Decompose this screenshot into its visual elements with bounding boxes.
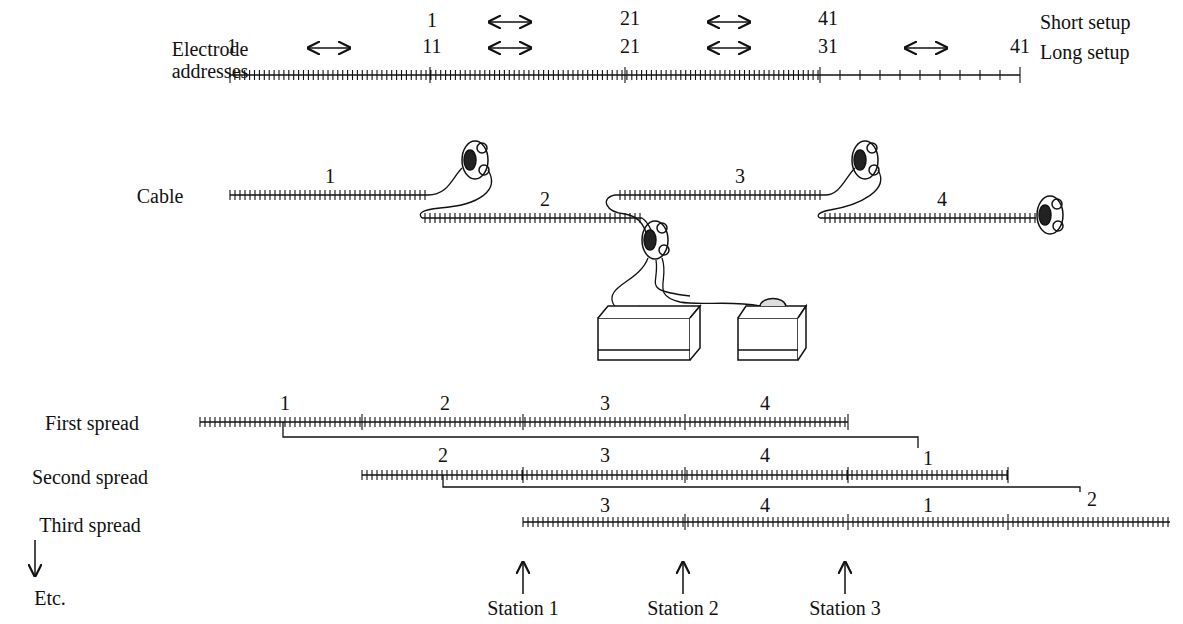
label-text: 4: [760, 444, 770, 466]
cable-spool: [462, 141, 1063, 259]
label-text: Station 2: [647, 597, 719, 619]
label-text: 1: [923, 447, 933, 469]
label-text: 1: [427, 9, 437, 31]
label-text: Station 1: [487, 597, 559, 619]
cables: [230, 168, 1036, 310]
label-text: 2: [438, 444, 448, 466]
label-text: 1: [280, 392, 290, 414]
label-text: 1: [325, 165, 335, 187]
station-arrows: [523, 562, 845, 594]
label-text: 3: [600, 392, 610, 414]
label-text: 3: [600, 444, 610, 466]
electrode-ticks: [200, 67, 1168, 530]
label-text: 31: [818, 35, 838, 57]
label-text: 1: [227, 35, 237, 57]
label-text: Third spread: [39, 514, 141, 536]
label-text: Station 3: [809, 597, 881, 619]
label-text: 2: [1087, 488, 1097, 510]
label-text: 3: [735, 165, 745, 187]
label-text: 21: [620, 35, 640, 57]
label-text: Short setup: [1040, 11, 1131, 33]
label-text: 4: [937, 188, 947, 210]
label-text: 11: [422, 35, 441, 57]
label-text: 21: [620, 7, 640, 29]
label-text: Electrode addresses: [155, 38, 265, 82]
label-text: Cable: [137, 185, 184, 207]
label-text: 2: [440, 392, 450, 414]
label-text: First spread: [45, 412, 139, 434]
label-text: 2: [540, 188, 550, 210]
label-text: Second spread: [32, 466, 148, 488]
label-text: 4: [760, 392, 770, 414]
label-text: Etc.: [34, 587, 66, 609]
label-text: 4: [760, 494, 770, 516]
label-text: 3: [600, 494, 610, 516]
instrument-box: [598, 299, 806, 361]
label-text: 41: [818, 7, 838, 29]
label-text: 1: [923, 494, 933, 516]
label-text: Long setup: [1040, 41, 1129, 63]
continue-arrow: [34, 540, 36, 576]
label-text: 41: [1010, 35, 1030, 57]
